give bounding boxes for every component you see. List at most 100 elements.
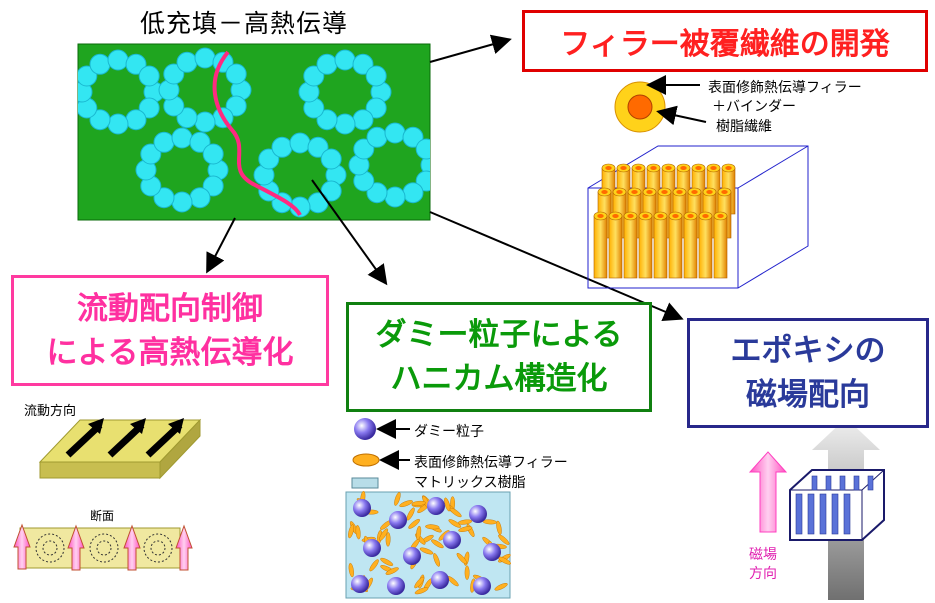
filler-flake	[456, 552, 467, 565]
fiber-bundle-icon	[587, 145, 809, 289]
fiber-tube	[623, 215, 638, 279]
filler-flake	[406, 507, 415, 521]
dummy-particle	[469, 505, 487, 523]
filler-flake	[433, 553, 440, 567]
filler-flake	[458, 526, 473, 532]
dummy-box-line2: ハニカム構造化	[390, 361, 608, 397]
fiber-core	[717, 214, 724, 218]
filler-dot	[334, 49, 356, 71]
filler-dot	[194, 47, 216, 69]
dummy-particle	[443, 531, 461, 549]
dummy-particle	[427, 497, 445, 515]
filler-dot	[352, 109, 374, 131]
fiber-core	[597, 214, 604, 218]
fiber-core	[661, 190, 668, 194]
flow-box-line2: による高熱伝導化	[46, 334, 294, 371]
fiber-tube	[638, 215, 653, 279]
mag-box-line1: エポキシの	[730, 333, 886, 369]
filler-dot	[307, 192, 329, 214]
filler-flake	[348, 524, 355, 539]
fiber-legend-filler: 表面修飾熱伝導フィラー	[708, 80, 862, 96]
fiber-core	[687, 214, 694, 218]
magnetic-orientation-box: エポキシの 磁場配向	[687, 318, 929, 428]
cross-section-label: 断面	[90, 509, 115, 523]
fiber-core	[725, 166, 732, 170]
filler-dot	[366, 126, 388, 148]
fiber-core	[665, 166, 672, 170]
filler-dot	[384, 122, 406, 144]
coated-fiber-icon	[614, 75, 707, 133]
dummy-particle	[403, 547, 421, 565]
fiber-legend-resin: 樹脂繊維	[716, 119, 772, 135]
filler-dot	[365, 65, 387, 87]
fiber-core	[616, 190, 623, 194]
filler-dot	[271, 136, 293, 158]
filler-dot	[171, 127, 193, 149]
fiber-core	[680, 166, 687, 170]
dummy-particle	[363, 539, 381, 557]
fiber-core	[706, 190, 713, 194]
dummy-particle	[353, 499, 371, 517]
filler-dot	[176, 107, 198, 129]
filler-dot	[163, 63, 185, 85]
connector-arrows	[206, 34, 684, 321]
filler-dot	[176, 51, 198, 73]
filler-dot	[153, 131, 175, 153]
filler-dot	[225, 95, 247, 117]
field-direction-line2: 方向	[749, 566, 777, 582]
fiber-tube	[698, 215, 713, 279]
dummy-legend-matrix: マトリックス樹脂	[414, 475, 526, 491]
dummy-particle	[483, 543, 501, 561]
filler-flake	[379, 528, 389, 541]
fiber-core	[605, 166, 612, 170]
filler-flake	[348, 562, 354, 578]
filler-flake	[449, 507, 462, 518]
dummy-particle	[389, 511, 407, 529]
fiber-core	[631, 190, 638, 194]
filler-dot	[415, 138, 430, 160]
fiber-core	[721, 190, 728, 194]
fiber-core	[691, 190, 698, 194]
fiber-core	[601, 190, 608, 194]
filler-dot	[353, 138, 375, 160]
dummy-box-line1: ダミー粒子による	[375, 317, 623, 353]
filler-dot	[316, 53, 338, 75]
dummy-particle	[387, 577, 405, 595]
mag-box-line2: 磁場配向	[746, 377, 870, 413]
filler-dot	[189, 187, 211, 209]
filler-dot	[125, 53, 147, 75]
cross-section-icon	[13, 523, 193, 571]
filler-dot	[202, 175, 224, 197]
fiber-tube	[653, 215, 668, 279]
filler-dot	[303, 65, 325, 87]
fiber-core	[695, 166, 702, 170]
fiber-coating-title: フィラー被覆繊維の開発	[560, 27, 890, 62]
filler-dot	[138, 65, 160, 87]
flow-slab-icon	[38, 418, 202, 480]
fiber-core	[702, 214, 709, 218]
filler-flake	[355, 525, 361, 540]
filler-flake	[414, 587, 429, 595]
flow-direction-label: 流動方向	[24, 404, 77, 419]
fiber-tube	[683, 215, 698, 279]
filler-flake	[498, 534, 510, 545]
filler-dot	[202, 143, 224, 165]
fiber-core	[635, 166, 642, 170]
dummy-particle	[431, 571, 449, 589]
flow-orientation-box: 流動配向制御 による高熱伝導化	[11, 275, 329, 386]
filler-dot	[138, 97, 160, 119]
filler-dot	[307, 136, 329, 158]
fiber-tube	[608, 215, 623, 279]
filler-flake	[411, 500, 426, 506]
filler-dot	[194, 111, 216, 133]
filler-flake	[399, 500, 413, 508]
filler-dot	[320, 148, 342, 170]
fiber-core	[657, 214, 664, 218]
fiber-core	[627, 214, 634, 218]
filler-flake	[425, 524, 440, 530]
filler-dot	[289, 132, 311, 154]
fiber-tube	[593, 215, 608, 279]
fiber-core	[642, 214, 649, 218]
fiber-core	[672, 214, 679, 218]
filler-dot	[225, 63, 247, 85]
